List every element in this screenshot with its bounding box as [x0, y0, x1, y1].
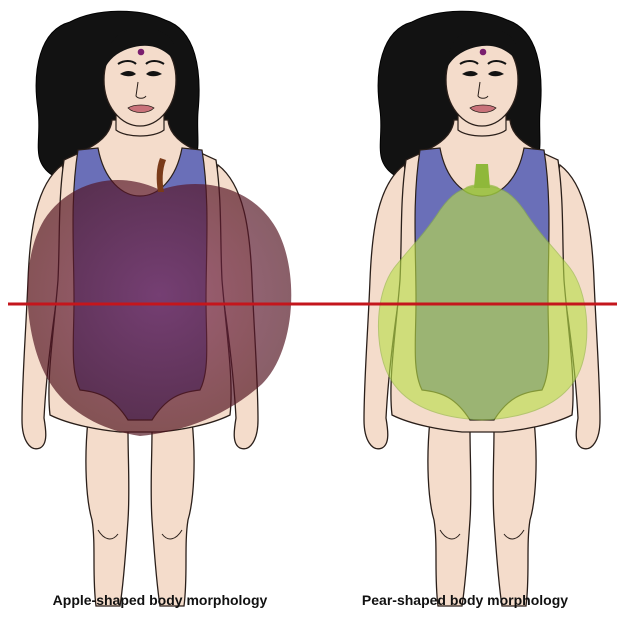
apple-caption: Apple-shaped body morphology	[10, 592, 310, 612]
apple-figure	[22, 11, 291, 606]
pear-figure	[364, 11, 600, 606]
pear-caption: Pear-shaped body morphology	[320, 592, 610, 612]
